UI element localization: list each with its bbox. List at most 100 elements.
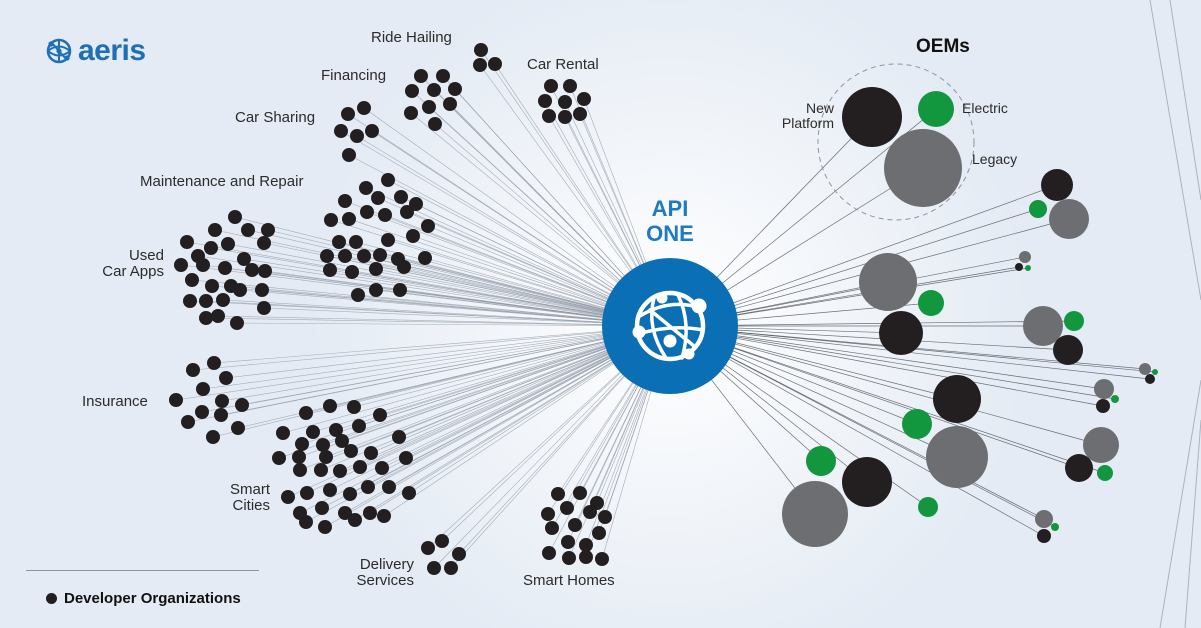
developer-node-maintenance [393, 283, 407, 297]
label-car-sharing: Car Sharing [235, 109, 316, 126]
developer-node-car-rental [558, 95, 572, 109]
label-delivery-services: Delivery Services [344, 557, 414, 589]
developer-node-smart-homes [579, 550, 593, 564]
api-one-title: API ONE [630, 196, 710, 246]
connection-line [214, 229, 671, 327]
oem-connection-line [669, 325, 1102, 446]
oem-connection-line [669, 325, 1105, 390]
oem-node-electric [806, 446, 836, 476]
oem-node-legacy [1019, 251, 1031, 263]
network-globe-icon [632, 290, 707, 362]
legend: Developer Organizations [46, 590, 241, 607]
label-financing: Financing [321, 67, 387, 84]
developer-node-used-car-apps [183, 294, 197, 308]
oem-node-new-platform [1096, 399, 1110, 413]
developer-node-delivery [444, 561, 458, 575]
developer-node-used-car-apps [241, 223, 255, 237]
oem-node-electric [918, 290, 944, 316]
developer-node-maintenance [421, 219, 435, 233]
developer-node-used-car-apps [205, 279, 219, 293]
developer-node-smart-cities [361, 480, 375, 494]
developer-node-smart-cities [382, 480, 396, 494]
developer-node-smart-cities [300, 486, 314, 500]
developer-node-maintenance [397, 260, 411, 274]
connection-line [191, 279, 671, 327]
developer-node-smart-homes [592, 526, 606, 540]
developer-node-insurance [196, 382, 210, 396]
developer-node-maintenance [369, 283, 383, 297]
developer-node-smart-homes [545, 521, 559, 535]
connection-line [192, 325, 671, 371]
connection-line [287, 325, 671, 498]
developer-node-smart-cities [333, 464, 347, 478]
developer-node-delivery [427, 561, 441, 575]
connection-line [210, 247, 671, 327]
developer-node-used-car-apps [233, 283, 247, 297]
oem-node-new-platform [1041, 169, 1073, 201]
developer-node-car-sharing [342, 148, 356, 162]
developer-node-car-rental [544, 79, 558, 93]
label-car-rental: Car Rental [527, 56, 599, 73]
developer-node-maintenance [381, 173, 395, 187]
developer-node-used-car-apps [258, 264, 272, 278]
developer-node-smart-cities [299, 406, 313, 420]
connection-line [236, 322, 671, 327]
developer-node-smart-homes [595, 552, 609, 566]
developer-node-maintenance [360, 205, 374, 219]
developer-node-smart-cities [318, 520, 332, 534]
developer-node-smart-cities [364, 446, 378, 460]
oem-node-electric [902, 409, 932, 439]
developer-node-used-car-apps [257, 301, 271, 315]
label-insurance: Insurance [82, 393, 148, 410]
oem-node-legacy [1094, 379, 1114, 399]
connection-line [222, 299, 671, 327]
connection-line [205, 300, 671, 327]
oem-connection-line [669, 325, 1104, 407]
connection-line [201, 325, 671, 413]
developer-node-smart-cities [399, 451, 413, 465]
oem-node-new-platform [1145, 374, 1155, 384]
connection-line [239, 289, 671, 327]
oem-node-new-platform [1015, 263, 1023, 271]
label-new-platform: New Platform [770, 101, 834, 131]
label-ride-hailing: Ride Hailing [371, 29, 452, 46]
developer-node-smart-cities [276, 426, 290, 440]
developer-node-used-car-apps [196, 258, 210, 272]
label-smart-line2: Cities [232, 497, 270, 514]
oem-node-legacy [1035, 510, 1053, 528]
oem-node-electric [918, 497, 938, 517]
developer-node-smart-cities [338, 506, 352, 520]
oem-node-legacy [1023, 306, 1063, 346]
developer-node-financing [443, 97, 457, 111]
developer-node-car-rental [538, 94, 552, 108]
oem-connection-line [669, 325, 1056, 528]
developer-node-maintenance [381, 233, 395, 247]
developer-node-insurance [235, 398, 249, 412]
developer-node-maintenance [394, 190, 408, 204]
api-title-line1: API [651, 196, 689, 221]
connection-line [234, 216, 671, 327]
oem-node-new-platform [879, 311, 923, 355]
connection-line [243, 258, 671, 327]
developer-node-insurance [195, 405, 209, 419]
developer-node-smart-homes [598, 510, 612, 524]
developer-node-delivery [452, 547, 466, 561]
developer-node-used-car-apps [199, 311, 213, 325]
developer-node-smart-cities [335, 434, 349, 448]
developer-node-smart-homes [551, 487, 565, 501]
developer-node-ride-hailing [474, 43, 488, 57]
developer-node-car-rental [573, 107, 587, 121]
developer-node-smart-cities [353, 460, 367, 474]
developer-node-maintenance [342, 212, 356, 226]
developer-node-maintenance [400, 205, 414, 219]
oem-node-new-platform [933, 375, 981, 423]
developer-node-used-car-apps [255, 283, 269, 297]
developer-node-smart-cities [293, 463, 307, 477]
connection-line [227, 243, 671, 327]
developer-node-used-car-apps [245, 263, 259, 277]
connection-line [202, 325, 671, 390]
connection-line [247, 229, 671, 327]
developer-node-car-sharing [334, 124, 348, 138]
developer-node-car-sharing [341, 107, 355, 121]
developer-node-car-sharing [350, 129, 364, 143]
